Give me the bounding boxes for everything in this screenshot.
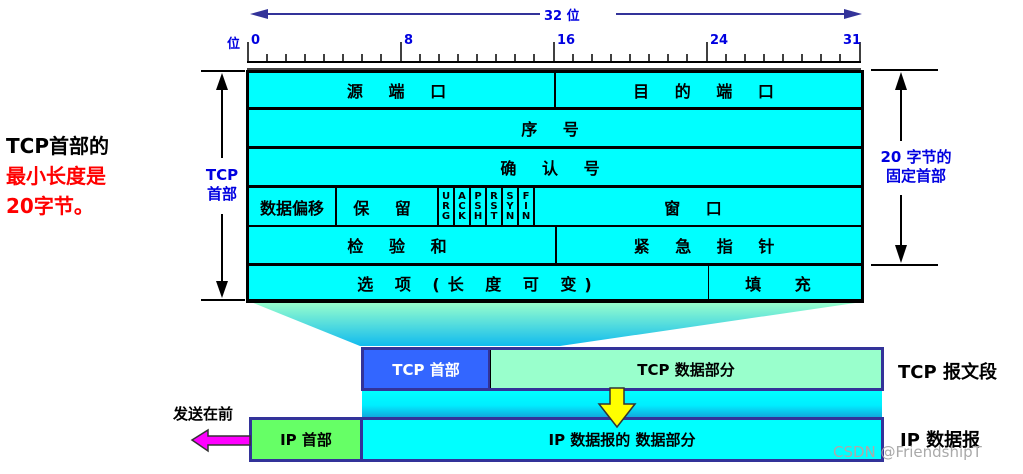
field-source-port: 源 端 口 (249, 73, 554, 107)
field-urgent-pointer: 紧 急 指 针 (557, 227, 861, 263)
expansion-funnel (251, 302, 862, 346)
tick-label-8: 8 (404, 33, 414, 48)
watermark: CSDN @FriendshipT (833, 443, 982, 461)
fixed-header-height-arrow (871, 69, 938, 266)
note-line-3: 20字节。 (6, 194, 94, 218)
tcp-header-label: TCP 首部 (205, 166, 239, 203)
tick-label-16: 16 (557, 33, 576, 48)
tcp-header-height-arrow (201, 70, 245, 301)
field-destination-port: 目 的 端 口 (556, 73, 861, 107)
note-line-2: 最小长度是 (6, 164, 106, 188)
send-first-label: 发送在前 (173, 405, 234, 423)
tcp-segment-bar: TCP 首部 TCP 数据部分 (361, 347, 884, 391)
ip-datagram-bar: IP 首部 IP 数据报的 数据部分 (249, 417, 884, 462)
field-sequence-number: 序 号 (249, 110, 861, 146)
field-window: 窗 口 (535, 188, 861, 225)
ip-datagram-label: IP 数据报 (900, 430, 981, 451)
field-reserved: 保 留 (337, 188, 437, 225)
min-length-note: TCP首部的 最小长度是 20字节。 (6, 131, 109, 221)
field-ack-number: 确 认 号 (249, 149, 861, 185)
field-checksum: 检 验 和 (249, 227, 555, 263)
tick-label-31: 31 (843, 33, 862, 48)
ip-header-block: IP 首部 (252, 420, 360, 459)
bit-ruler (247, 42, 861, 70)
tcp-segment-label: TCP 报文段 (898, 362, 997, 383)
fixed-header-label: 20 字节的 固定首部 (880, 148, 952, 185)
field-options: 选 项 (长 度 可 变) (249, 266, 708, 299)
bit-unit-label: 位 (227, 37, 241, 52)
tick-label-24: 24 (710, 33, 729, 48)
encapsulation-arrow-icon (597, 387, 637, 429)
send-direction-arrow-icon (190, 428, 251, 453)
ip-data-block: IP 数据报的 数据部分 (363, 420, 881, 459)
field-data-offset: 数据偏移 (249, 188, 335, 225)
tick-label-0: 0 (251, 33, 261, 48)
note-line-1: TCP首部的 (6, 134, 109, 158)
bit-width-arrow (250, 9, 862, 19)
bit-width-label: 32 位 (540, 5, 584, 24)
field-padding: 填 充 (709, 266, 861, 299)
tcp-data-block: TCP 数据部分 (490, 350, 881, 388)
tcp-header-block: TCP 首部 (364, 350, 488, 388)
